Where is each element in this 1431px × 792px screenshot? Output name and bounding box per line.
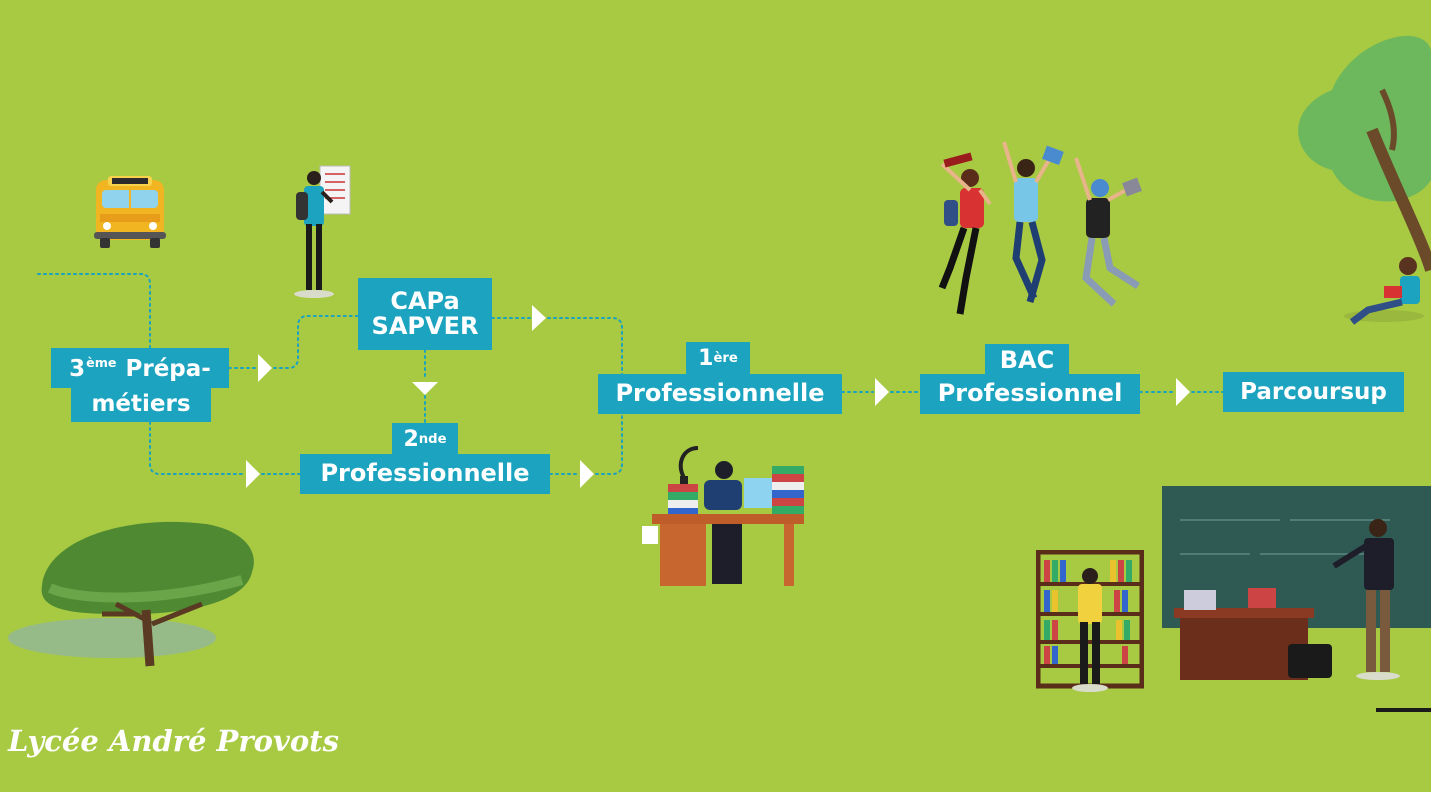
node-2nde-professionnelle: Professionnelle (300, 454, 550, 494)
node-1ere-sup: ère (713, 350, 738, 366)
node-bac-line2: Professionnel (937, 379, 1123, 408)
arrowhead-capa-2nde (412, 382, 438, 395)
connector-entry (37, 273, 151, 349)
node-parcoursup-label: Parcoursup (1240, 378, 1387, 405)
teacher-classroom-icon (1162, 486, 1431, 712)
bookshelf-student-icon (1036, 550, 1144, 692)
student-reading-board-icon (294, 165, 351, 298)
arrowhead-1ere-bac (875, 378, 889, 406)
connector-2nde-1ere (549, 413, 623, 475)
node-capa-sapver: CAPa SAPVER (358, 278, 492, 350)
school-bus-icon (94, 176, 166, 248)
connector-3eme-capa (228, 315, 359, 369)
node-1ere-number: 1 (698, 345, 714, 371)
arrowhead-2nde-1ere (580, 460, 594, 488)
node-bac-line1: BAC (985, 344, 1069, 376)
tree-reader-icon (1298, 35, 1431, 325)
node-3eme-prepa: Prépa- (125, 355, 211, 382)
jumping-students-icon (938, 141, 1142, 315)
node-3eme-line2: métiers (71, 386, 211, 422)
node-1ere-professionnelle: Professionnelle (598, 374, 842, 414)
node-3eme-prepa-metiers: 3ème Prépa- (51, 348, 229, 388)
arrowhead-bac-parcoursup (1176, 378, 1190, 406)
node-2nde-number: 2 (403, 426, 419, 452)
node-3eme-sup: ème (86, 354, 117, 370)
node-capa-line1: CAPa (390, 286, 460, 315)
node-bac-professionnel: Professionnel (920, 374, 1140, 414)
arrowhead-capa-1ere (532, 305, 546, 331)
node-capa-line2: SAPVER (371, 312, 479, 340)
node-3eme-line1: 3ème Prépa- (69, 354, 211, 382)
bush-tree-icon (8, 521, 254, 667)
school-brand-name: Lycée André Provots (8, 724, 339, 758)
node-3eme-number: 3 (69, 355, 86, 382)
node-2nde-sup: nde (418, 431, 447, 447)
arrowhead-3eme-2nde (246, 460, 260, 488)
node-2nde-label: Professionnelle (320, 459, 530, 488)
connector-capa-1ere (491, 317, 623, 375)
connector-3eme-2nde (149, 421, 301, 475)
node-1ere-label: Professionnelle (615, 379, 825, 408)
node-parcoursup: Parcoursup (1223, 372, 1404, 412)
arrowhead-3eme-capa (258, 354, 272, 382)
studying-desk-icon (642, 446, 804, 586)
